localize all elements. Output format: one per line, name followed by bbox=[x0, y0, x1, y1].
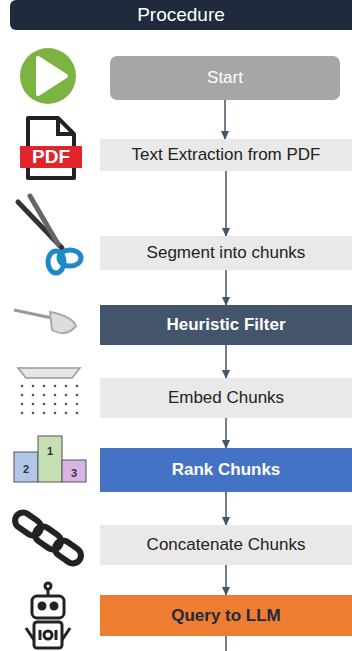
funnel-icon bbox=[18, 368, 80, 378]
box-label: Segment into chunks bbox=[147, 243, 306, 263]
box-label: Start bbox=[207, 68, 243, 88]
flow-arrow bbox=[225, 418, 227, 448]
box-label: Concatenate Chunks bbox=[147, 535, 306, 555]
play-triangle bbox=[38, 58, 66, 94]
rank-number: 1 bbox=[38, 444, 62, 458]
flow-arrow bbox=[225, 171, 227, 236]
exit-line bbox=[225, 636, 227, 651]
podium-icon bbox=[14, 436, 86, 482]
pdf-fold bbox=[58, 118, 74, 134]
chain-icon bbox=[12, 509, 84, 566]
process-box: Concatenate Chunks bbox=[100, 525, 352, 565]
filter-box: Heuristic Filter bbox=[100, 305, 352, 345]
title-text: Procedure bbox=[137, 4, 225, 26]
box-label: Rank Chunks bbox=[172, 460, 281, 480]
box-label: Embed Chunks bbox=[168, 388, 284, 408]
strainer-icon bbox=[14, 310, 76, 333]
flow-arrow bbox=[225, 270, 227, 305]
flow-arrow bbox=[225, 345, 227, 378]
pdf-text: PDF bbox=[20, 146, 82, 168]
play-icon bbox=[20, 48, 76, 104]
dot-grid bbox=[21, 385, 79, 415]
pdf-banner bbox=[20, 146, 82, 168]
flow-arrow bbox=[224, 100, 226, 139]
query-box: Query to LLM bbox=[100, 595, 352, 636]
process-box: Text Extraction from PDF bbox=[100, 139, 352, 171]
scissors-icon bbox=[18, 196, 81, 273]
box-label: Text Extraction from PDF bbox=[132, 145, 321, 165]
flow-arrow bbox=[225, 565, 227, 595]
box-label: Heuristic Filter bbox=[166, 315, 285, 335]
title-band: Procedure bbox=[10, 0, 352, 30]
process-box: Segment into chunks bbox=[100, 236, 352, 270]
rank-number: 2 bbox=[14, 462, 38, 476]
rank-number: 3 bbox=[62, 466, 86, 480]
robot-icon bbox=[26, 583, 70, 648]
process-box: Embed Chunks bbox=[100, 378, 352, 418]
rank-box: Rank Chunks bbox=[100, 448, 352, 492]
start-box: Start bbox=[110, 56, 340, 100]
box-label: Query to LLM bbox=[171, 606, 281, 626]
flow-arrow bbox=[225, 492, 227, 525]
